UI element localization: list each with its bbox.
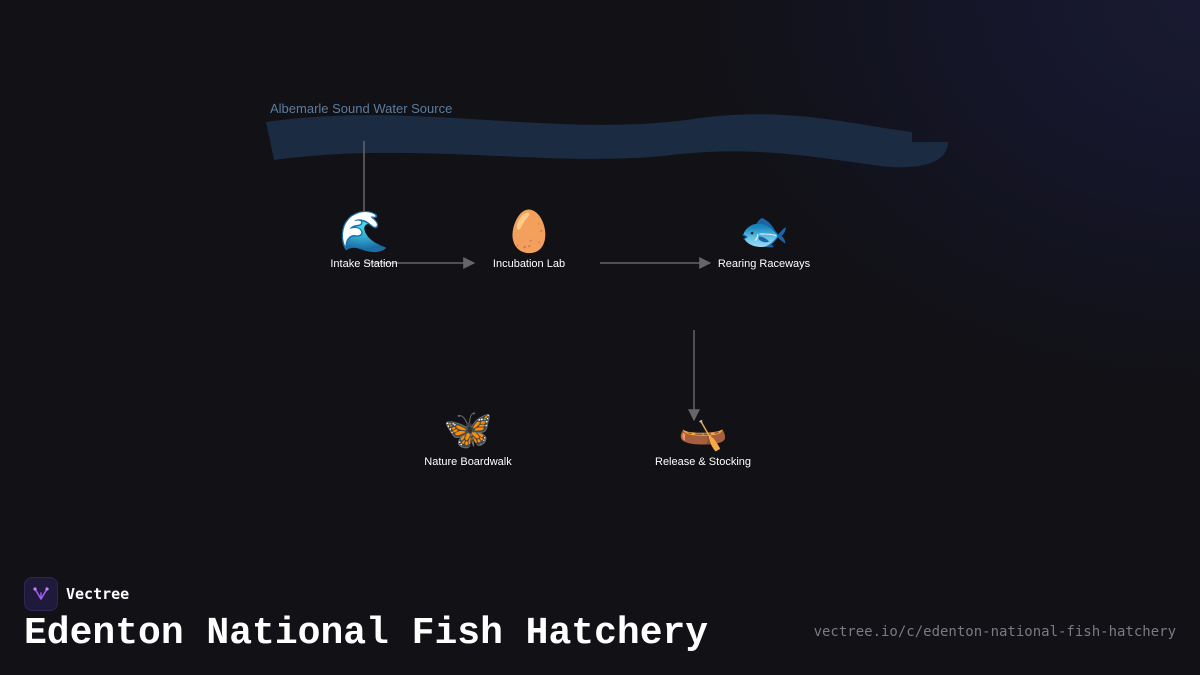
node-label: Intake Station xyxy=(330,258,398,270)
node-label: Release & Stocking xyxy=(655,456,751,468)
page-url[interactable]: vectree.io/c/edenton-national-fish-hatch… xyxy=(813,624,1176,640)
egg-icon: 🥚 xyxy=(504,209,554,255)
water-source-label: Albemarle Sound Water Source xyxy=(270,101,452,116)
node-rearing-raceways[interactable]: 🐟 Rearing Raceways xyxy=(684,208,844,270)
fish-icon: 🐟 xyxy=(739,209,789,255)
page-title: Edenton National Fish Hatchery xyxy=(24,612,709,655)
node-intake-station[interactable]: 🌊 Intake Station xyxy=(284,208,444,270)
node-release-stocking[interactable]: 🛶 Release & Stocking xyxy=(623,406,783,468)
brand-name: Vectree xyxy=(66,585,130,603)
water-source-river xyxy=(266,114,948,168)
brand[interactable]: Vectree xyxy=(24,577,129,611)
node-label: Incubation Lab xyxy=(492,258,566,270)
node-incubation-lab[interactable]: 🥚 Incubation Lab xyxy=(449,208,609,270)
wave-icon: 🌊 xyxy=(339,209,389,255)
vectree-logo-icon xyxy=(24,577,58,611)
node-label: Rearing Raceways xyxy=(717,258,811,270)
node-label: Nature Boardwalk xyxy=(424,456,512,468)
node-nature-boardwalk[interactable]: 🦋 Nature Boardwalk xyxy=(388,406,548,468)
butterfly-icon: 🦋 xyxy=(443,407,493,453)
canoe-icon: 🛶 xyxy=(678,407,728,453)
